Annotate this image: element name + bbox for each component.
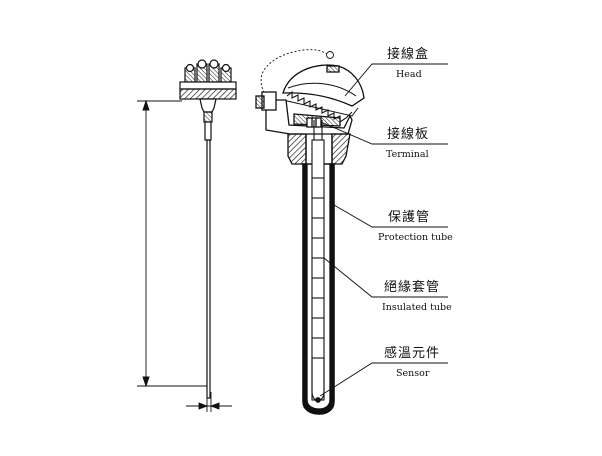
leader-insulated xyxy=(323,257,448,298)
label-terminal: 接線板 Terminal xyxy=(386,126,429,160)
side-view-neck xyxy=(199,98,217,113)
label-insulated-zh: 絕緣套管 xyxy=(384,279,440,295)
label-protection-en: Protection tube xyxy=(378,232,453,243)
callouts xyxy=(319,63,448,397)
label-head-zh: 接線盒 xyxy=(387,46,429,62)
label-sensor-en: Sensor xyxy=(396,368,430,379)
label-sensor: 感溫元件 Sensor xyxy=(384,345,440,379)
mounting-flange xyxy=(287,133,351,165)
leader-head xyxy=(344,63,448,97)
label-terminal-zh: 接線板 xyxy=(387,126,429,142)
label-sensor-zh: 感溫元件 xyxy=(384,345,440,361)
side-view-dimension xyxy=(137,99,232,412)
side-view xyxy=(137,59,237,412)
leader-sensor xyxy=(319,362,448,397)
sensor-element xyxy=(311,358,325,403)
label-head: 接線盒 Head xyxy=(387,46,429,80)
insulated-tube xyxy=(311,120,325,401)
label-protection: 保護管 Protection tube xyxy=(378,209,453,243)
label-terminal-en: Terminal xyxy=(386,149,429,160)
head-body xyxy=(255,91,353,135)
side-view-terminal-posts xyxy=(184,59,232,83)
side-view-base-plate xyxy=(179,81,237,90)
leader-terminal xyxy=(320,121,448,145)
label-protection-zh: 保護管 xyxy=(388,209,430,225)
label-insulated-en: Insulated tube xyxy=(382,302,452,313)
side-view-stem xyxy=(206,139,211,399)
label-head-en: Head xyxy=(396,69,422,80)
label-insulated: 絕緣套管 Insulated tube xyxy=(382,279,452,313)
leader-protection xyxy=(333,204,448,228)
cutaway-view xyxy=(255,49,365,415)
head-cover xyxy=(282,64,365,124)
